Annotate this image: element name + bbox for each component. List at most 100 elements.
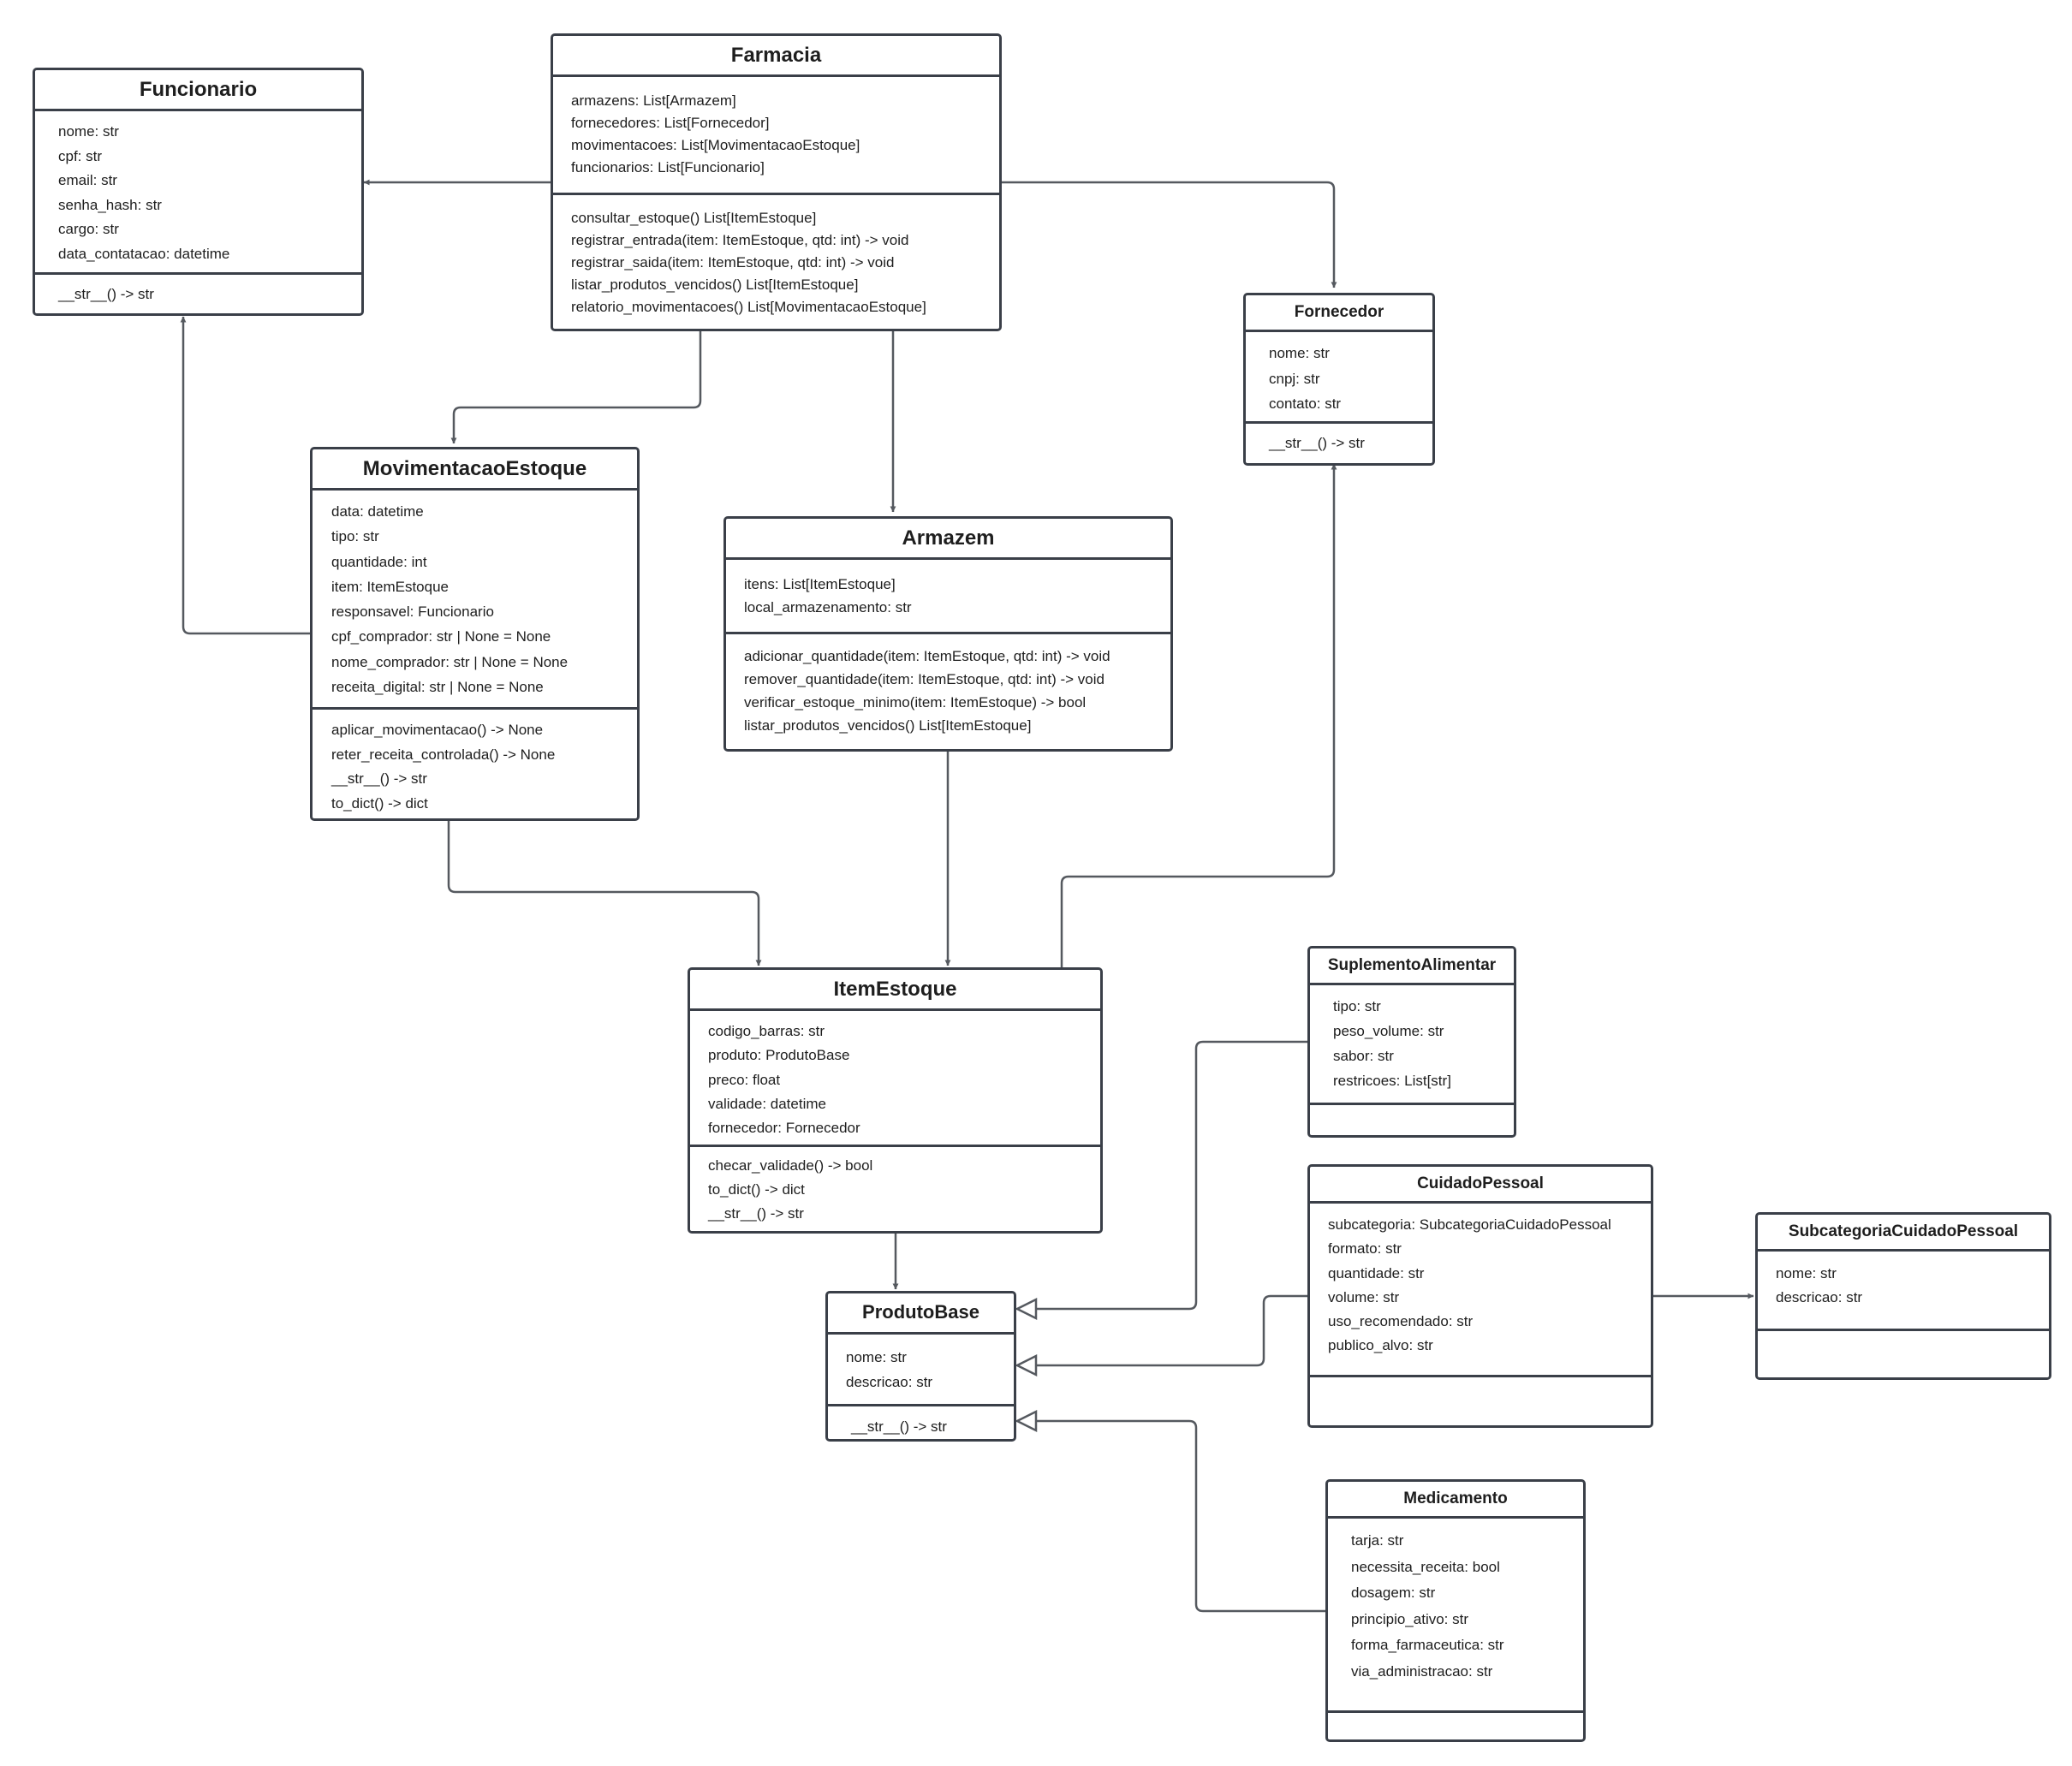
attribute: contato: str	[1269, 395, 1342, 412]
attributes-section: codigo_barras: str produto: ProdutoBase …	[690, 1011, 1100, 1147]
class-subcategoriacuidadopessoal[interactable]: SubcategoriaCuidadoPessoal nome: str des…	[1755, 1212, 2051, 1380]
class-name: Armazem	[726, 519, 1170, 560]
assoc-itemestoque-fornecedor	[1060, 463, 1337, 967]
attribute: nome: str	[1269, 345, 1330, 361]
attribute: sabor: str	[1333, 1048, 1394, 1064]
class-name: Fornecedor	[1246, 295, 1432, 332]
method: __str__() -> str	[708, 1205, 804, 1222]
method: verificar_estoque_minimo(item: ItemEstoq…	[744, 694, 1087, 711]
attribute: data_contatacao: datetime	[58, 245, 230, 262]
attribute: local_armazenamento: str	[744, 599, 912, 615]
attribute: volume: str	[1328, 1288, 1400, 1305]
class-name: MovimentacaoEstoque	[313, 449, 637, 491]
attribute: tarja: str	[1351, 1532, 1404, 1549]
attribute: quantidade: int	[331, 553, 427, 570]
class-movimentacaoestoque[interactable]: MovimentacaoEstoque data: datetime tipo:…	[310, 447, 640, 821]
methods-section: aplicar_movimentacao() -> None reter_rec…	[313, 710, 637, 818]
method: registrar_entrada(item: ItemEstoque, qtd…	[571, 232, 909, 248]
class-name: Medicamento	[1328, 1482, 1583, 1519]
class-name: Funcionario	[35, 70, 361, 111]
method: __str__() -> str	[58, 286, 154, 302]
method: __str__() -> str	[1269, 435, 1365, 451]
attribute: subcategoria: SubcategoriaCuidadoPessoal	[1328, 1216, 1611, 1233]
methods-section: __str__() -> str	[35, 275, 361, 313]
attributes-section: nome: str cnpj: str contato: str	[1246, 332, 1432, 424]
class-cuidadopessoal[interactable]: CuidadoPessoal subcategoria: Subcategori…	[1307, 1164, 1653, 1428]
methods-section: checar_validade() -> bool to_dict() -> d…	[690, 1147, 1100, 1231]
method: to_dict() -> dict	[331, 794, 428, 812]
attribute: senha_hash: str	[58, 196, 162, 213]
methods-section	[1310, 1105, 1514, 1135]
class-medicamento[interactable]: Medicamento tarja: str necessita_receita…	[1325, 1479, 1586, 1742]
attribute: email: str	[58, 172, 117, 188]
attribute: nome_comprador: str | None = None	[331, 653, 569, 670]
method: reter_receita_controlada() -> None	[331, 746, 556, 763]
methods-section: consultar_estoque() List[ItemEstoque] re…	[553, 195, 999, 329]
attributes-section: tarja: str necessita_receita: bool dosag…	[1328, 1519, 1583, 1713]
attribute: nome: str	[1776, 1265, 1837, 1281]
method: remover_quantidade(item: ItemEstoque, qt…	[744, 671, 1104, 687]
methods-section	[1310, 1377, 1651, 1425]
attributes-section: armazens: List[Armazem] fornecedores: Li…	[553, 77, 999, 195]
method: relatorio_movimentacoes() List[Movimenta…	[571, 299, 926, 315]
inherit-suplemento-line	[1036, 1040, 1310, 1311]
inherit-triangle-cuidado	[1015, 1353, 1038, 1377]
attribute: responsavel: Funcionario	[331, 604, 494, 621]
attributes-section: nome: str descricao: str	[1758, 1252, 2049, 1331]
method: __str__() -> str	[851, 1418, 947, 1435]
attribute: data: datetime	[331, 503, 424, 520]
class-produtobase[interactable]: ProdutoBase nome: str descricao: str __s…	[825, 1291, 1016, 1442]
attribute: preco: float	[708, 1071, 781, 1088]
methods-section: __str__() -> str	[1246, 424, 1432, 463]
methods-section	[1328, 1713, 1583, 1739]
attribute: itens: List[ItemEstoque]	[744, 576, 896, 592]
attribute: movimentacoes: List[MovimentacaoEstoque]	[571, 137, 860, 153]
attribute: peso_volume: str	[1333, 1023, 1444, 1039]
attribute: principio_ativo: str	[1351, 1610, 1469, 1627]
method: listar_produtos_vencidos() List[ItemEsto…	[744, 717, 1032, 734]
method: __str__() -> str	[331, 770, 427, 787]
attribute: cargo: str	[58, 221, 119, 237]
class-name: CuidadoPessoal	[1310, 1167, 1651, 1204]
attributes-section: nome: str cpf: str email: str senha_hash…	[35, 111, 361, 275]
attribute: cnpj: str	[1269, 370, 1320, 387]
attributes-section: data: datetime tipo: str quantidade: int…	[313, 491, 637, 710]
methods-section	[1758, 1331, 2049, 1377]
method: listar_produtos_vencidos() List[ItemEsto…	[571, 276, 859, 293]
inherit-triangle-suplemento	[1015, 1297, 1038, 1321]
attribute: via_administracao: str	[1351, 1662, 1493, 1680]
method: adicionar_quantidade(item: ItemEstoque, …	[744, 648, 1110, 664]
attribute: funcionarios: List[Funcionario]	[571, 159, 765, 175]
method: to_dict() -> dict	[708, 1181, 805, 1198]
class-suplementoalimentar[interactable]: SuplementoAlimentar tipo: str peso_volum…	[1307, 946, 1516, 1138]
assoc-movimentacao-funcionario	[180, 316, 310, 635]
attributes-section: tipo: str peso_volume: str sabor: str re…	[1310, 985, 1514, 1105]
attribute: fornecedor: Fornecedor	[708, 1120, 860, 1137]
attribute: nome: str	[846, 1348, 907, 1365]
attribute: tipo: str	[1333, 998, 1381, 1014]
attributes-section: subcategoria: SubcategoriaCuidadoPessoal…	[1310, 1204, 1651, 1377]
class-itemestoque[interactable]: ItemEstoque codigo_barras: str produto: …	[688, 967, 1103, 1234]
attribute: restricoes: List[str]	[1333, 1073, 1451, 1089]
attribute: cpf: str	[58, 147, 103, 164]
class-armazem[interactable]: Armazem itens: List[ItemEstoque] local_a…	[723, 516, 1173, 752]
attribute: formato: str	[1328, 1240, 1402, 1258]
attribute: quantidade: str	[1328, 1264, 1425, 1281]
methods-section: adicionar_quantidade(item: ItemEstoque, …	[726, 634, 1170, 749]
attribute: forma_farmaceutica: str	[1351, 1637, 1504, 1653]
attribute: receita_digital: str | None = None	[331, 679, 544, 696]
attribute: dosagem: str	[1351, 1585, 1436, 1601]
class-farmacia[interactable]: Farmacia armazens: List[Armazem] fornece…	[551, 33, 1002, 331]
class-funcionario[interactable]: Funcionario nome: str cpf: str email: st…	[33, 68, 364, 316]
attribute: tipo: str	[331, 528, 379, 545]
method: aplicar_movimentacao() -> None	[331, 722, 544, 738]
method: checar_validade() -> bool	[708, 1157, 873, 1174]
attribute: validade: datetime	[708, 1095, 826, 1112]
inherit-medicamento-line	[1036, 1419, 1327, 1613]
attribute: codigo_barras: str	[708, 1023, 825, 1039]
attributes-section: itens: List[ItemEstoque] local_armazenam…	[726, 560, 1170, 634]
class-fornecedor[interactable]: Fornecedor nome: str cnpj: str contato: …	[1243, 293, 1435, 466]
methods-section: __str__() -> str	[828, 1406, 1014, 1439]
attribute: armazens: List[Armazem]	[571, 92, 736, 109]
